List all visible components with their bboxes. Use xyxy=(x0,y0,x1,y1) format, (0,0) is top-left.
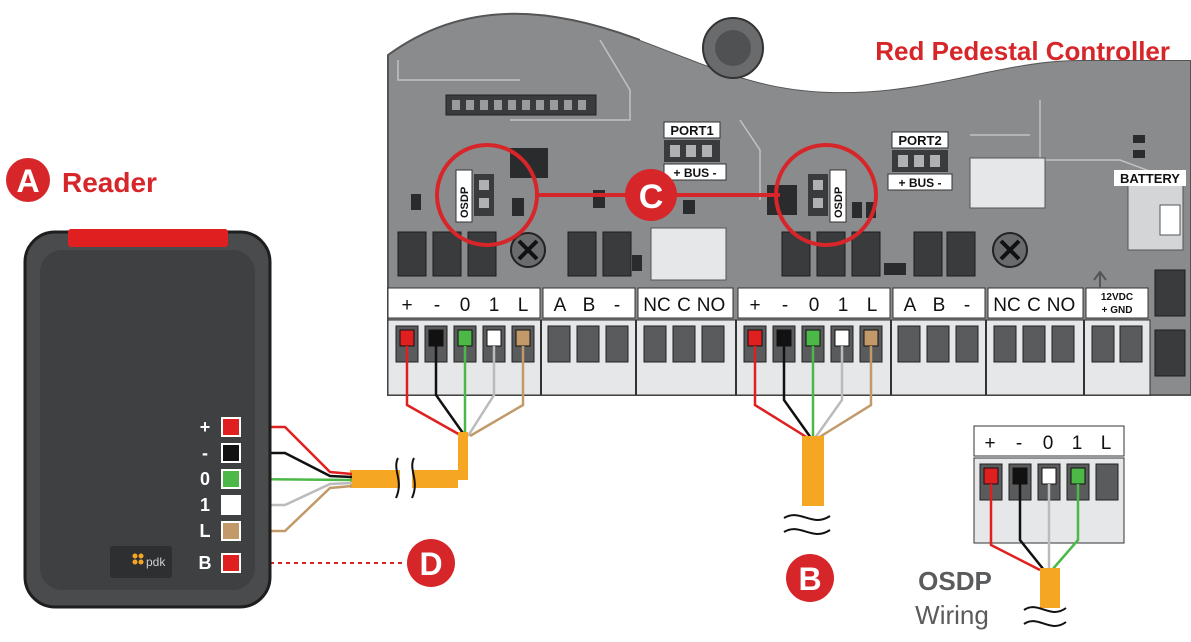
cable-break-icon xyxy=(395,457,400,499)
svg-text:C: C xyxy=(639,178,664,216)
port1-label: PORT1 xyxy=(670,123,713,138)
port2-bus-label: + BUS - xyxy=(898,176,941,190)
inset-terminal-label: + xyxy=(984,433,995,454)
terminal-label: B xyxy=(583,295,596,316)
terminal-label: NC xyxy=(993,295,1020,316)
terminal-label: C xyxy=(677,295,691,316)
inset-terminal-label: - xyxy=(1016,433,1022,454)
callout-d: D xyxy=(407,539,455,587)
callout-a: A xyxy=(16,163,39,199)
terminal-label: A xyxy=(904,295,917,316)
osdp-jumper-label-right: OSDP xyxy=(833,187,845,218)
terminal-label: 1 xyxy=(489,295,500,316)
reader-logo-text: pdk xyxy=(146,555,166,569)
svg-text:B: B xyxy=(798,561,821,597)
terminal-label: 0 xyxy=(809,295,820,316)
terminal-label: L xyxy=(518,295,529,316)
terminal-label: NO xyxy=(697,295,726,316)
osdp-inset-subtitle: Wiring xyxy=(915,600,989,630)
terminal-label: 0 xyxy=(460,295,471,316)
inset-terminal-label: 1 xyxy=(1072,433,1083,454)
terminal-label: B xyxy=(933,295,946,316)
terminal-label-strip xyxy=(387,287,1149,319)
cable-break-icon xyxy=(1023,606,1067,613)
terminal-label: NO xyxy=(1047,295,1076,316)
terminal-label: 1 xyxy=(838,295,849,316)
callout-c: C xyxy=(625,169,677,221)
terminal-label: C xyxy=(1027,295,1041,316)
block2-cable xyxy=(802,436,824,506)
pdk-logo-icon xyxy=(132,553,144,565)
terminal-label: - xyxy=(434,295,440,316)
callout-b: B xyxy=(786,554,834,602)
reader-title: A Reader xyxy=(6,158,157,202)
terminal-label: A xyxy=(554,295,567,316)
osdp-jumper-label-left: OSDP xyxy=(459,187,471,218)
power-label-polarity: + GND xyxy=(1102,305,1133,316)
reader-wire-label: 0 xyxy=(200,469,210,489)
reader-wire-label: + xyxy=(200,417,211,437)
osdp-inset-title: OSDP xyxy=(918,566,992,596)
battery-label: BATTERY xyxy=(1120,171,1180,186)
reader-wire-label: 1 xyxy=(200,495,210,515)
cable-break-icon xyxy=(783,514,831,521)
svg-text:D: D xyxy=(419,546,442,582)
inset-terminal-label: 0 xyxy=(1043,433,1054,454)
port2-label: PORT2 xyxy=(898,133,941,148)
controller-board: PORT1 + BUS - PORT2 + BUS - BATTERY OSDP… xyxy=(387,0,1191,396)
block2-wires xyxy=(753,346,873,440)
power-label-voltage: 12VDC xyxy=(1101,292,1133,303)
screw-icon xyxy=(510,232,546,268)
port1-bus-label: + BUS - xyxy=(673,166,716,180)
terminal-label: - xyxy=(782,295,788,316)
terminal-label: + xyxy=(749,295,760,316)
screw-icon xyxy=(992,232,1028,268)
terminal-label: - xyxy=(964,295,970,316)
reader-wire-label: B xyxy=(199,553,212,573)
terminal-label: L xyxy=(867,295,878,316)
reader-wire-label: - xyxy=(202,443,208,463)
reader-cable xyxy=(435,432,468,480)
reader-wires xyxy=(405,346,525,438)
terminal-blocks xyxy=(387,319,1151,396)
reader-device: pdk + - 0 1 L B xyxy=(23,229,272,609)
inset-terminal-label: L xyxy=(1101,433,1112,454)
osdp-inset: + - 0 1 L OSDP Wiring xyxy=(915,425,1125,630)
power-arrow-icon xyxy=(1093,270,1107,288)
controller-title: Red Pedestal Controller xyxy=(875,36,1170,66)
terminal-label: NC xyxy=(643,295,670,316)
reader-wire-label: L xyxy=(200,521,211,541)
terminal-label: - xyxy=(614,295,620,316)
reader-title-text: Reader xyxy=(62,167,157,198)
terminal-label: + xyxy=(401,295,412,316)
